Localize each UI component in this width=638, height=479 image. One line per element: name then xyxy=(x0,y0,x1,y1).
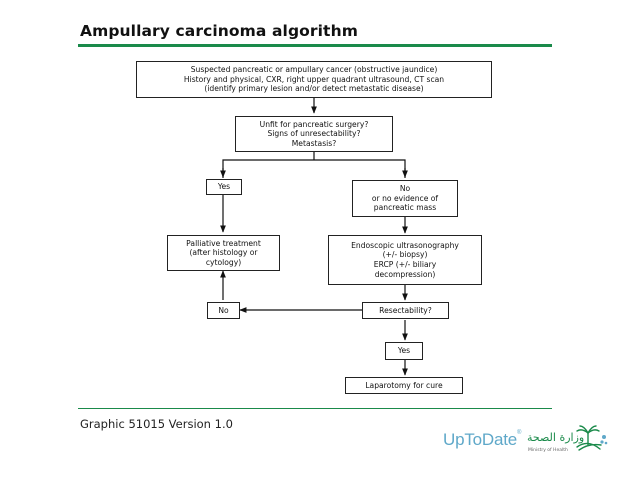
box-yes-unfit: Yes xyxy=(206,179,242,195)
moh-palm-emblem-icon xyxy=(576,425,608,451)
box-palliative-treatment: Palliative treatment (after histology or… xyxy=(167,235,280,271)
box-no-mass: No or no evidence of pancreatic mass xyxy=(352,180,458,217)
uptodate-trademark: ® xyxy=(517,430,522,436)
graphic-version-label: Graphic 51015 Version 1.0 xyxy=(80,417,233,431)
footer-rule xyxy=(78,408,552,409)
box-unfit-question: Unfit for pancreatic surgery? Signs of u… xyxy=(235,116,393,152)
title-underline xyxy=(78,44,552,47)
box-presentation: Suspected pancreatic or ampullary cancer… xyxy=(136,61,492,98)
connector-unfit-branch xyxy=(222,159,406,178)
box-yes-resectable: Yes xyxy=(385,342,423,360)
box-resectability: Resectability? xyxy=(362,302,449,319)
page-title: Ampullary carcinoma algorithm xyxy=(80,22,358,40)
ministry-arabic-name: وزارة الصحة xyxy=(527,431,585,444)
uptodate-logo-text: UpToDate xyxy=(443,430,517,449)
box-no-resectable: No xyxy=(207,302,240,319)
box-eus-ercp: Endoscopic ultrasonography (+/- biopsy) … xyxy=(328,235,482,285)
uptodate-logo: UpToDate® xyxy=(443,430,521,450)
ministry-english-name: Ministry of Health xyxy=(528,448,568,453)
box-laparotomy: Laparotomy for cure xyxy=(345,377,463,394)
